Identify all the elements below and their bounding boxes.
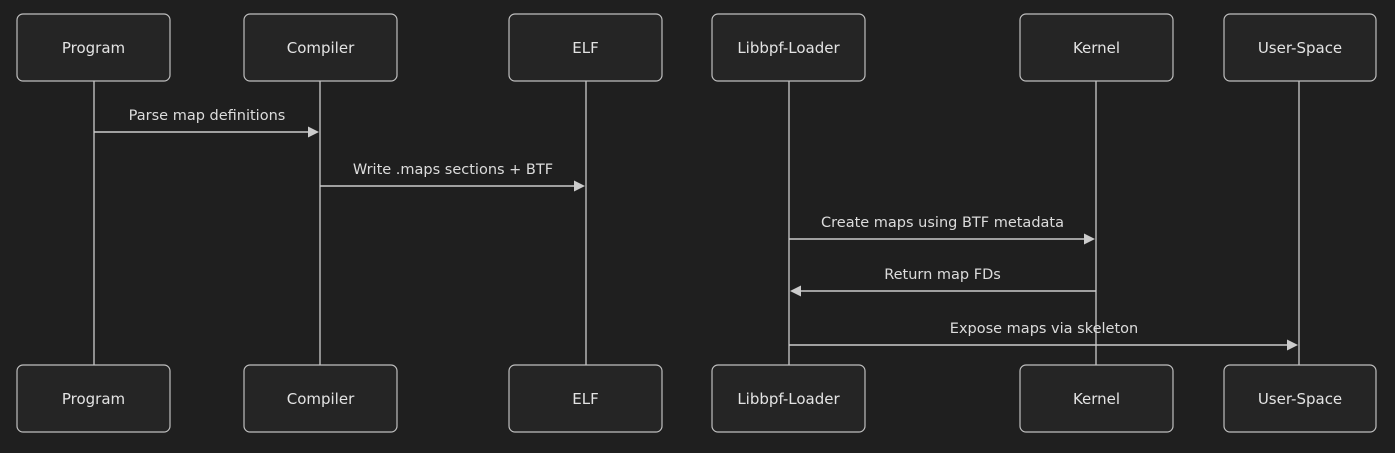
message-arrowhead: [308, 126, 319, 138]
participant-box: [711, 13, 866, 82]
participant-box: [16, 364, 171, 433]
participant-label: Libbpf-Loader: [737, 39, 840, 57]
participant-bottom-elf[interactable]: ELF: [508, 364, 663, 433]
message-arrowhead: [790, 285, 801, 297]
participant-top-userspace[interactable]: User-Space: [1223, 13, 1377, 82]
participant-box: [243, 13, 398, 82]
participant-top-elf[interactable]: ELF: [508, 13, 663, 82]
participant-bottom-userspace[interactable]: User-Space: [1223, 364, 1377, 433]
participant-box: [508, 364, 663, 433]
participant-label: Libbpf-Loader: [737, 390, 840, 408]
participant-label: Program: [62, 39, 125, 57]
participant-box: [711, 364, 866, 433]
participant-bottom-kernel[interactable]: Kernel: [1019, 364, 1174, 433]
message-arrowhead: [1287, 339, 1298, 351]
message-label: Parse map definitions: [129, 108, 286, 124]
lifelines-layer: [93, 81, 1300, 365]
participant-label: Kernel: [1073, 39, 1120, 57]
message-label: Expose maps via skeleton: [950, 321, 1138, 337]
participant-box: [1019, 364, 1174, 433]
participant-label: Compiler: [287, 390, 355, 408]
message-1[interactable]: Parse map definitions: [94, 108, 319, 138]
participant-box: [16, 13, 171, 82]
participant-label: ELF: [572, 390, 598, 408]
actors-top-layer: Program Compiler ELF Libbpf-Loader Kernel Use…: [16, 13, 1377, 82]
message-label: Return map FDs: [884, 267, 1001, 283]
participant-box: [1223, 13, 1377, 82]
participant-bottom-compiler[interactable]: Compiler: [243, 364, 398, 433]
participant-label: Program: [62, 390, 125, 408]
message-label: Write .maps sections + BTF: [353, 162, 553, 178]
participant-label: User-Space: [1258, 39, 1342, 57]
participant-top-compiler[interactable]: Compiler: [243, 13, 398, 82]
message-5[interactable]: Expose maps via skeleton: [789, 321, 1298, 351]
participant-label: ELF: [572, 39, 598, 57]
participant-bottom-loader[interactable]: Libbpf-Loader: [711, 364, 866, 433]
participant-box: [1019, 13, 1174, 82]
participant-label: Compiler: [287, 39, 355, 57]
participant-box: [508, 13, 663, 82]
participant-top-loader[interactable]: Libbpf-Loader: [711, 13, 866, 82]
participant-top-program[interactable]: Program: [16, 13, 171, 82]
participant-label: Kernel: [1073, 390, 1120, 408]
participant-box: [243, 364, 398, 433]
actors-bottom-layer: Program Compiler ELF Libbpf-Loader Kernel Use…: [16, 364, 1377, 433]
participant-top-kernel[interactable]: Kernel: [1019, 13, 1174, 82]
participant-box: [1223, 364, 1377, 433]
message-arrowhead: [1084, 233, 1095, 245]
participant-bottom-program[interactable]: Program: [16, 364, 171, 433]
message-label: Create maps using BTF metadata: [821, 215, 1064, 231]
message-3[interactable]: Create maps using BTF metadata: [789, 215, 1095, 245]
message-4[interactable]: Return map FDs: [790, 267, 1096, 297]
message-arrowhead: [574, 180, 585, 192]
message-2[interactable]: Write .maps sections + BTF: [320, 162, 585, 192]
participant-label: User-Space: [1258, 390, 1342, 408]
